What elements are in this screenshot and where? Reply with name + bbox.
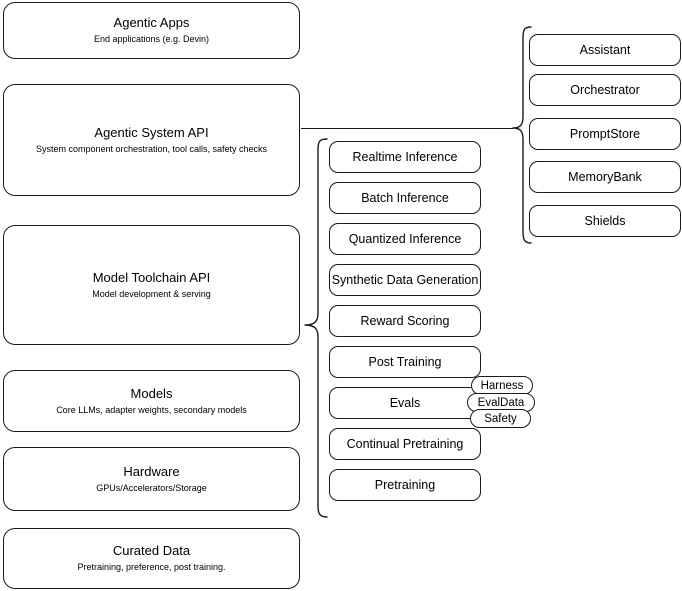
- stack-layer-models[interactable]: Models Core LLMs, adapter weights, secon…: [3, 370, 300, 432]
- stack-layer-title: Hardware: [123, 463, 180, 479]
- agentic-component-memorybank[interactable]: MemoryBank: [529, 161, 681, 193]
- eval-subcomponent-label: EvalData: [477, 396, 525, 409]
- capability-reward-scoring[interactable]: Reward Scoring: [329, 305, 481, 337]
- agentic-component-label: MemoryBank: [568, 170, 642, 184]
- capability-label: Synthetic Data Generation: [331, 273, 479, 287]
- agentic-component-label: Shields: [584, 214, 626, 228]
- capability-quantized-inference[interactable]: Quantized Inference: [329, 223, 481, 255]
- agentic-component-shields[interactable]: Shields: [529, 205, 681, 237]
- agentic-component-label: PromptStore: [569, 127, 641, 141]
- capability-label: Batch Inference: [361, 191, 449, 205]
- capability-label: Evals: [389, 396, 421, 410]
- brace-agentic-components: [512, 26, 532, 244]
- eval-subcomponent-label: Harness: [480, 379, 524, 392]
- eval-subcomponent-safety[interactable]: Safety: [470, 409, 531, 428]
- stack-layer-subtitle: GPUs/Accelerators/Storage: [96, 482, 207, 493]
- stack-layer-subtitle: Pretraining, preference, post training.: [77, 562, 226, 572]
- capability-evals[interactable]: Evals: [329, 387, 481, 419]
- agentic-component-orchestrator[interactable]: Orchestrator: [529, 74, 681, 106]
- stack-layer-title: Agentic Apps: [113, 15, 190, 30]
- capability-synthetic-data-generation[interactable]: Synthetic Data Generation: [329, 264, 481, 296]
- stack-layer-subtitle: Model development & serving: [92, 288, 211, 299]
- capability-post-training[interactable]: Post Training: [329, 346, 481, 378]
- capability-batch-inference[interactable]: Batch Inference: [329, 182, 481, 214]
- stack-layer-subtitle: System component orchestration, tool cal…: [35, 143, 268, 154]
- stack-layer-curated-data[interactable]: Curated Data Pretraining, preference, po…: [3, 528, 300, 589]
- stack-layer-agentic-apps[interactable]: Agentic Apps End applications (e.g. Devi…: [3, 2, 300, 59]
- capability-label: Reward Scoring: [360, 314, 450, 328]
- eval-subcomponent-evaldata[interactable]: EvalData: [467, 393, 535, 412]
- capability-label: Post Training: [368, 355, 442, 369]
- stack-layer-title: Agentic System API: [94, 124, 209, 140]
- stack-layer-agentic-system-api[interactable]: Agentic System API System component orch…: [3, 84, 300, 196]
- capability-continual-pretraining[interactable]: Continual Pretraining: [329, 428, 481, 460]
- stack-layer-title: Curated Data: [112, 543, 191, 558]
- stack-layer-subtitle: Core LLMs, adapter weights, secondary mo…: [56, 404, 247, 415]
- stack-layer-title: Models: [130, 385, 173, 401]
- agentic-component-label: Orchestrator: [570, 83, 640, 97]
- capability-realtime-inference[interactable]: Realtime Inference: [329, 141, 481, 173]
- capability-label: Quantized Inference: [348, 232, 462, 246]
- eval-subcomponent-label: Safety: [484, 412, 517, 425]
- stack-layer-title: Model Toolchain API: [92, 269, 211, 285]
- capability-label: Pretraining: [374, 478, 436, 492]
- stack-layer-model-toolchain-api[interactable]: Model Toolchain API Model development & …: [3, 225, 300, 345]
- capability-label: Continual Pretraining: [346, 437, 464, 451]
- agentic-component-label: Assistant: [579, 43, 631, 57]
- agentic-component-promptstore[interactable]: PromptStore: [529, 118, 681, 150]
- capability-label: Realtime Inference: [352, 150, 458, 164]
- agentic-component-assistant[interactable]: Assistant: [529, 34, 681, 66]
- stack-layer-subtitle: End applications (e.g. Devin): [93, 34, 210, 44]
- connector-agentic-system-api-to-components: [301, 128, 513, 129]
- capability-pretraining[interactable]: Pretraining: [329, 469, 481, 501]
- stack-layer-hardware[interactable]: Hardware GPUs/Accelerators/Storage: [3, 447, 300, 511]
- brace-toolchain-capabilities: [304, 138, 328, 518]
